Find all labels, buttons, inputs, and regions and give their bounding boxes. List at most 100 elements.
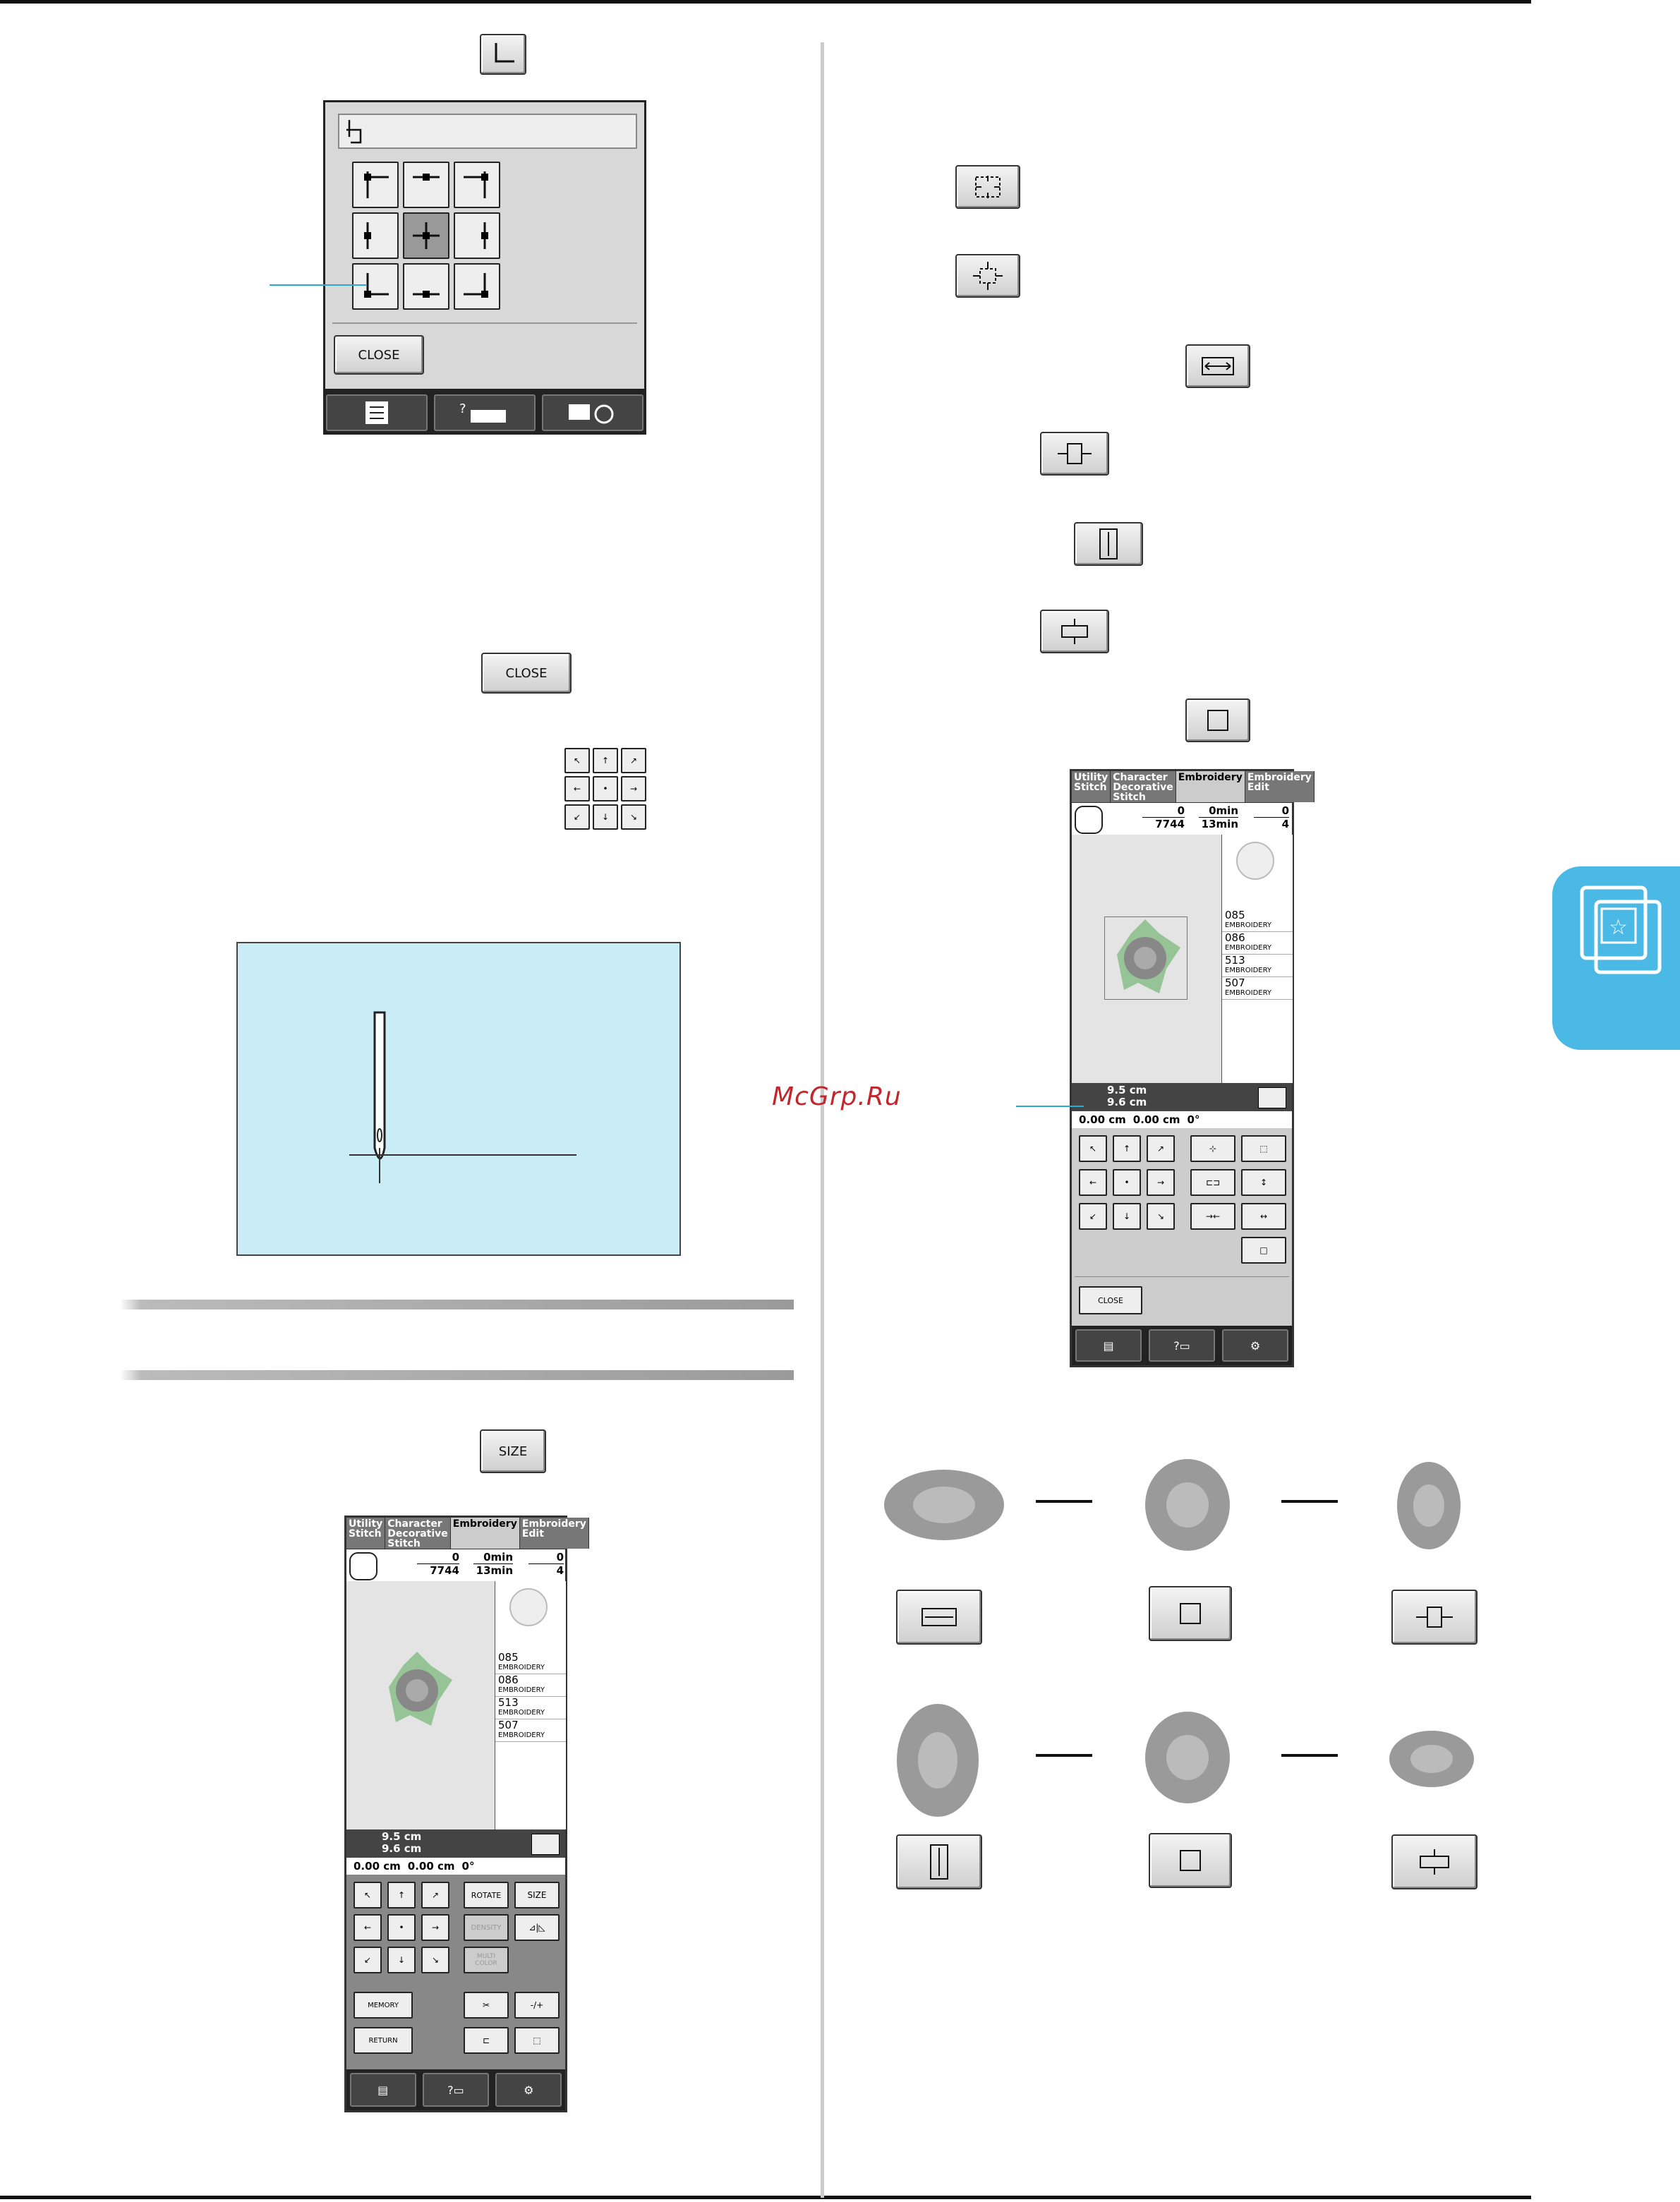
compress-vertical-button[interactable] bbox=[1040, 610, 1109, 653]
close-button[interactable]: CLOSE bbox=[481, 653, 572, 694]
start-point-screen-button[interactable]: ⊏ bbox=[464, 2027, 509, 2054]
arrow-left-button[interactable]: ← bbox=[1079, 1169, 1107, 1196]
needle-stitch-button[interactable]: -/+ bbox=[514, 1992, 560, 2019]
tab-utility-stitch[interactable]: Utility Stitch bbox=[1072, 771, 1111, 802]
reduce-proportional-button[interactable] bbox=[955, 254, 1020, 298]
rose-pattern-icon bbox=[389, 1652, 452, 1726]
start-top-center-button[interactable] bbox=[403, 162, 449, 208]
center-dot-button[interactable]: • bbox=[1113, 1169, 1141, 1196]
tab-character-decorative[interactable]: Character Decorative Stitch bbox=[385, 1518, 451, 1549]
start-bottom-center-button[interactable] bbox=[403, 263, 449, 310]
rotate-button[interactable]: ROTATE bbox=[464, 1882, 509, 1908]
start-bottom-right-button[interactable] bbox=[454, 263, 500, 310]
density-button[interactable]: DENSITY bbox=[464, 1914, 509, 1941]
nav-help-button[interactable]: ?▭ bbox=[1149, 1329, 1215, 1362]
start-top-right-button[interactable] bbox=[454, 162, 500, 208]
arrow-left-button[interactable]: ← bbox=[353, 1914, 382, 1941]
memory-button[interactable]: MEMORY bbox=[353, 1992, 413, 2019]
start-middle-left-button[interactable] bbox=[352, 212, 399, 259]
stretch-vertical-button[interactable] bbox=[1074, 522, 1143, 566]
tab-embroidery[interactable]: Embroidery bbox=[1176, 771, 1245, 802]
compress-vertical-button[interactable]: ⊏⊐ bbox=[1190, 1169, 1235, 1196]
arrow-down-right-button[interactable]: ↘ bbox=[1147, 1203, 1175, 1230]
stretch-vertical-button[interactable]: ↕ bbox=[1241, 1169, 1286, 1196]
arrow-up-button[interactable]: ↑ bbox=[1113, 1135, 1141, 1162]
enlarge-proportional-button[interactable]: ⬚ bbox=[1241, 1135, 1286, 1162]
arrow-right-button[interactable]: → bbox=[621, 776, 646, 801]
trial-button[interactable]: ⬚ bbox=[514, 2027, 560, 2054]
arrow-up-left-button[interactable]: ↖ bbox=[1079, 1135, 1107, 1162]
arrow-down-button[interactable]: ↓ bbox=[387, 1947, 416, 1973]
screen-close-button[interactable]: CLOSE bbox=[1079, 1286, 1142, 1314]
nav-list-button[interactable] bbox=[326, 394, 428, 431]
arrow-up-button[interactable]: ↑ bbox=[593, 748, 618, 773]
arrow-up-right-button[interactable]: ↗ bbox=[421, 1882, 449, 1908]
cut-button[interactable]: ✂ bbox=[464, 1992, 509, 2019]
stretch-horizontal-button[interactable] bbox=[1185, 344, 1250, 388]
start-center-button[interactable] bbox=[403, 212, 449, 259]
center-dot-button[interactable]: • bbox=[387, 1914, 416, 1941]
arrow-down-button[interactable]: ↓ bbox=[593, 804, 618, 830]
frame-view-button[interactable] bbox=[1258, 1087, 1286, 1108]
arrow-right-button[interactable]: → bbox=[1147, 1169, 1175, 1196]
nav-list-button[interactable]: ▤ bbox=[1075, 1329, 1142, 1362]
start-bottom-left-button[interactable] bbox=[352, 263, 399, 310]
tab-embroidery-edit[interactable]: Embroidery Edit bbox=[1245, 771, 1315, 802]
stretch-horizontal-button[interactable] bbox=[896, 1590, 982, 1645]
nav-help-button[interactable]: ?▭ bbox=[422, 2073, 489, 2107]
size-screen-button[interactable]: SIZE bbox=[514, 1882, 560, 1908]
nav-settings-button[interactable]: ⚙ bbox=[495, 2073, 562, 2107]
arrow-right-button[interactable]: → bbox=[421, 1914, 449, 1941]
compress-horizontal-button[interactable] bbox=[1040, 432, 1109, 476]
arrow-down-left-button[interactable]: ↙ bbox=[353, 1947, 382, 1973]
multi-color-button[interactable]: MULTI COLOR bbox=[464, 1947, 509, 1973]
nav-list-button[interactable]: ▤ bbox=[349, 2073, 416, 2107]
arrow-down-button[interactable]: ↓ bbox=[1113, 1203, 1141, 1230]
tab-embroidery-edit[interactable]: Embroidery Edit bbox=[519, 1518, 589, 1549]
nav-settings-button[interactable]: ⚙ bbox=[1222, 1329, 1288, 1362]
arrow-down-right-button[interactable]: ↘ bbox=[421, 1947, 449, 1973]
nav-settings-button[interactable] bbox=[541, 394, 643, 431]
tab-embroidery[interactable]: Embroidery bbox=[450, 1518, 520, 1549]
mirror-button[interactable]: ⊿|◺ bbox=[514, 1914, 560, 1941]
arrow-down-left-button[interactable]: ↙ bbox=[1079, 1203, 1107, 1230]
center-dot-button[interactable]: • bbox=[593, 776, 618, 801]
arrow-down-left-button[interactable]: ↙ bbox=[564, 804, 590, 830]
compress-horizontal-button[interactable] bbox=[1391, 1590, 1477, 1645]
frame-view-button[interactable] bbox=[531, 1834, 560, 1855]
dialog-close-button[interactable]: CLOSE bbox=[334, 335, 424, 375]
arrow-up-left-button[interactable]: ↖ bbox=[353, 1882, 382, 1908]
arrow-up-right-button[interactable]: ↗ bbox=[1147, 1135, 1175, 1162]
stretch-horizontal-button[interactable]: ↔ bbox=[1241, 1203, 1286, 1230]
arrow-down-right-button[interactable]: ↘ bbox=[621, 804, 646, 830]
start-point-button[interactable] bbox=[480, 34, 526, 75]
nav-help-button[interactable]: ? bbox=[433, 394, 536, 431]
size-button[interactable]: SIZE bbox=[480, 1429, 546, 1473]
arrow-up-right-button[interactable]: ↗ bbox=[621, 748, 646, 773]
arrow-left-button[interactable]: ← bbox=[564, 776, 590, 801]
compress-vertical-button[interactable] bbox=[1391, 1834, 1477, 1889]
start-top-left-button[interactable] bbox=[352, 162, 399, 208]
reset-size-button[interactable] bbox=[1149, 1833, 1232, 1888]
reset-size-button[interactable]: □ bbox=[1241, 1237, 1286, 1264]
compress-horizontal-button[interactable]: →← bbox=[1190, 1203, 1235, 1230]
enlarge-proportional-button[interactable] bbox=[955, 165, 1020, 209]
stretch-vertical-button[interactable] bbox=[896, 1834, 982, 1889]
start-middle-right-button[interactable] bbox=[454, 212, 500, 259]
reset-size-button[interactable] bbox=[1185, 698, 1250, 742]
tab-utility-stitch[interactable]: Utility Stitch bbox=[346, 1518, 386, 1549]
arrow-up-left-button[interactable]: ↖ bbox=[564, 748, 590, 773]
arrow-up-button[interactable]: ↑ bbox=[387, 1882, 416, 1908]
return-button[interactable]: RETURN bbox=[353, 2027, 413, 2054]
tab-character-decorative[interactable]: Character Decorative Stitch bbox=[1111, 771, 1176, 802]
reduce-proportional-button[interactable]: ⊹ bbox=[1190, 1135, 1235, 1162]
reset-size-button[interactable] bbox=[1149, 1586, 1232, 1641]
